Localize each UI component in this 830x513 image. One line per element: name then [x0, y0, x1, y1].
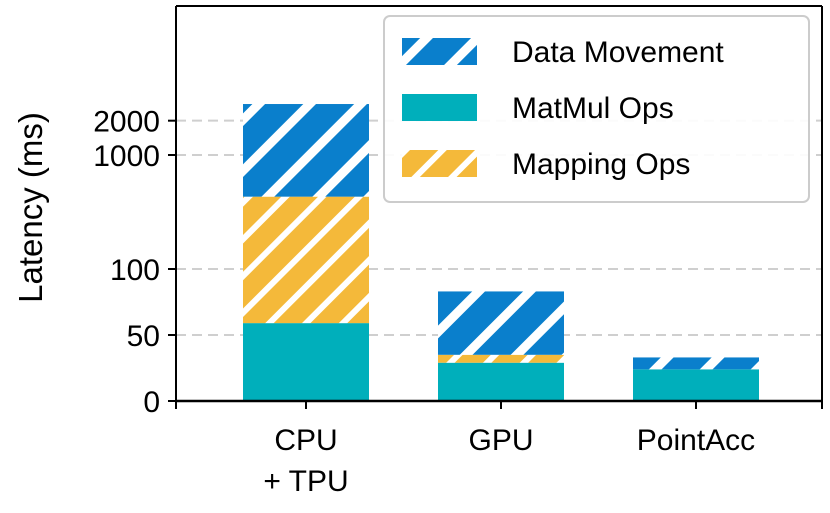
- x-tick-labels: CPU + TPU GPU PointAcc: [263, 424, 755, 498]
- axes: [168, 5, 823, 409]
- bar-data-movement: [438, 291, 564, 355]
- legend-swatch-matmul-ops: [402, 94, 477, 121]
- y-axis-title: Latency (ms): [12, 112, 49, 303]
- legend-swatch-data-movement: [402, 38, 477, 65]
- bar-matmul-ops: [243, 323, 369, 401]
- legend-label-mapping-ops: Mapping Ops: [512, 148, 690, 181]
- legend-label-data-movement: Data Movement: [512, 36, 724, 69]
- bar-mapping-ops: [243, 196, 369, 324]
- x-tick-label: PointAcc: [637, 424, 755, 457]
- bars: [243, 104, 759, 401]
- legend-box: [383, 15, 810, 203]
- y-tick-label: 0: [143, 386, 160, 419]
- bar-data-movement: [633, 357, 759, 370]
- x-tick-label: GPU: [468, 424, 533, 457]
- x-tick-label: CPU: [274, 424, 337, 457]
- y-tick-label: 1000: [93, 140, 160, 173]
- y-tick-label: 100: [110, 254, 160, 287]
- bar-matmul-ops: [438, 362, 564, 401]
- bar-mapping-ops: [438, 354, 564, 363]
- y-tick-label: 50: [127, 320, 160, 353]
- legend-swatch-mapping-ops: [402, 150, 477, 177]
- y-tick-label: 2000: [93, 106, 160, 139]
- bar-matmul-ops: [633, 369, 759, 401]
- bar-data-movement: [243, 104, 369, 197]
- x-tick-label: + TPU: [263, 465, 348, 498]
- legend-label-matmul-ops: MatMul Ops: [512, 92, 674, 125]
